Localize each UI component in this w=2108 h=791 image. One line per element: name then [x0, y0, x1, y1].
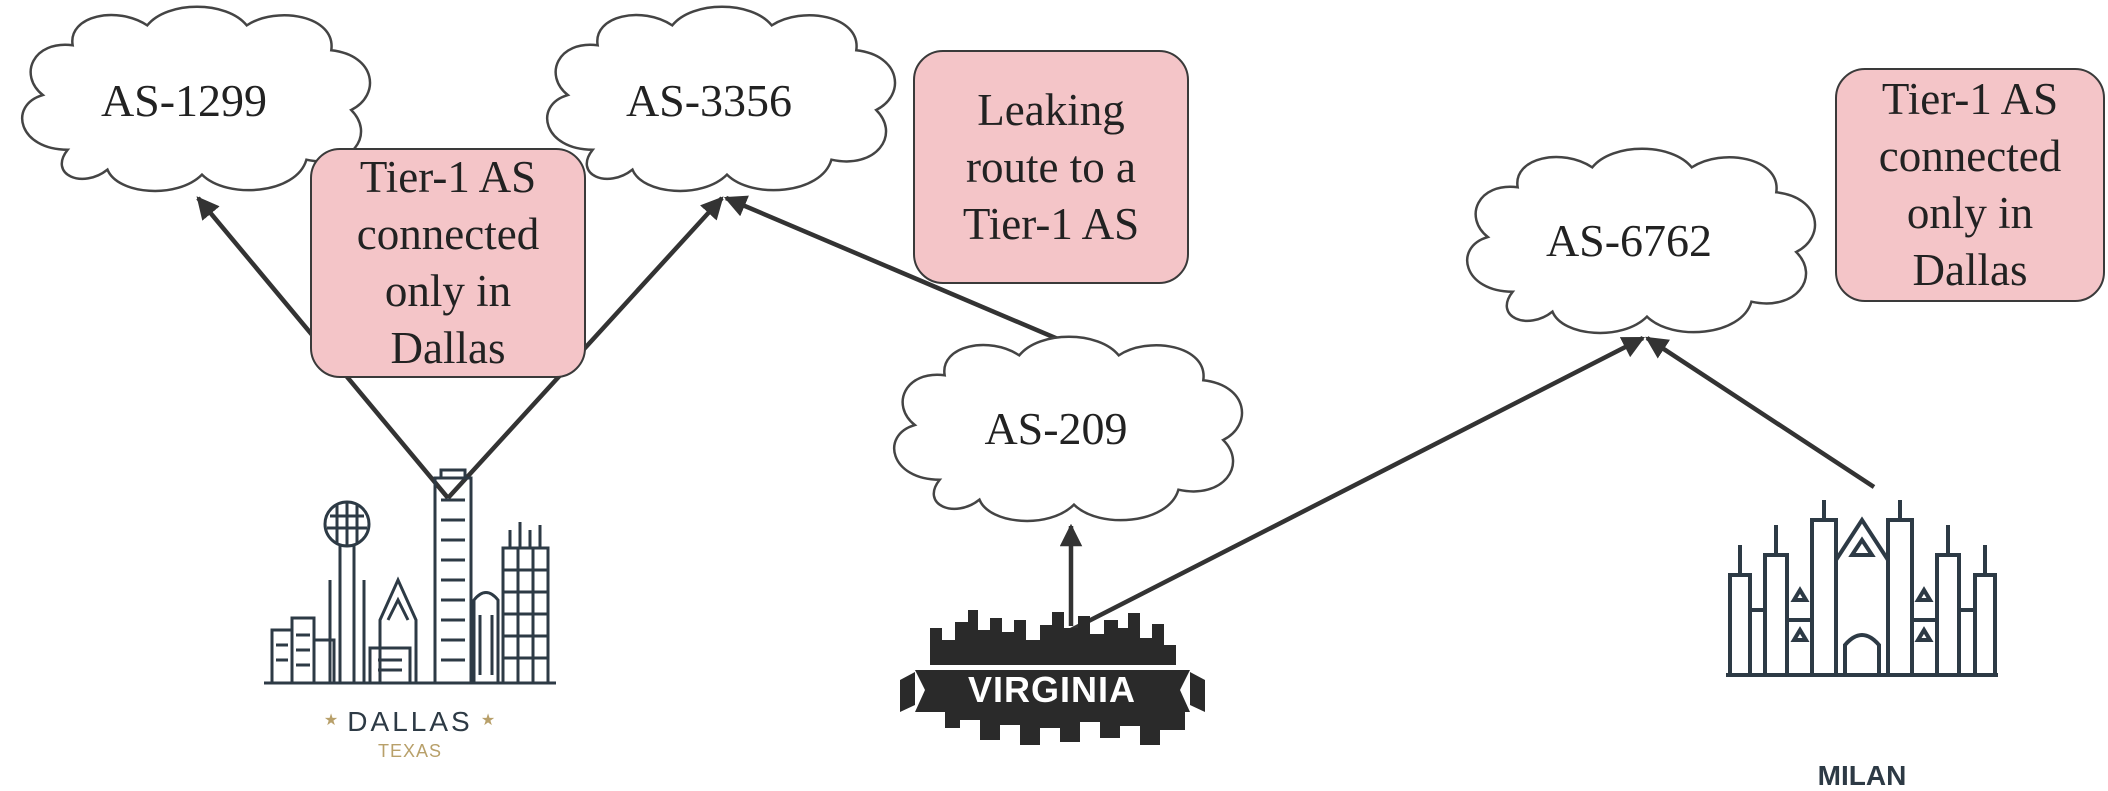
note-line: Tier-1 AS [962, 198, 1140, 249]
arrow-virginia-to-as6762 [1069, 335, 1646, 633]
connections [196, 195, 1876, 633]
cloud-as1299: AS-1299 [20, 5, 372, 193]
note-line: Dallas [1912, 245, 2028, 295]
arrow-milan-to-as6762 [1645, 336, 1876, 489]
cloud-label-as1299: AS-1299 [101, 75, 267, 126]
cloud-label-as209: AS-209 [984, 403, 1127, 454]
cloud-label-as3356: AS-3356 [626, 75, 792, 126]
dallas-state-name: TEXAS [378, 741, 442, 761]
arrow-as209-to-as3356 [723, 195, 1073, 348]
virginia-skyline-logo [900, 610, 1205, 745]
note-line: connected [1878, 131, 2062, 181]
dallas-star-left: ★ [324, 712, 338, 729]
virginia-city-name: VIRGINIA [968, 669, 1136, 710]
milan-cathedral-logo [1726, 500, 1998, 677]
milan-city-name: MILAN [1818, 760, 1907, 791]
note-leaking-route: Leaking route to a Tier-1 AS [913, 50, 1189, 284]
cloud-as3356: AS-3356 [545, 5, 897, 193]
note-line: only in [384, 266, 512, 316]
note-line: Tier-1 AS [359, 152, 537, 202]
note-line: route to a [966, 141, 1136, 192]
cloud-label-as6762: AS-6762 [1546, 215, 1712, 266]
dallas-skyline-logo [264, 468, 556, 685]
cloud-as6762: AS-6762 [1465, 147, 1817, 335]
note-dallas-tier1: Tier-1 AS connected only in Dallas [310, 148, 586, 378]
note-line: Leaking [977, 84, 1125, 135]
dallas-city-name: DALLAS [347, 706, 472, 737]
cloud-as209: AS-209 [892, 335, 1244, 523]
note-line: connected [356, 209, 540, 259]
note-line: Dallas [390, 323, 506, 373]
note-line: only in [1906, 188, 2034, 238]
dallas-star-right: ★ [481, 712, 495, 729]
note-line: Tier-1 AS [1881, 74, 2059, 124]
note-milan-tier1: Tier-1 AS connected only in Dallas [1835, 68, 2105, 302]
